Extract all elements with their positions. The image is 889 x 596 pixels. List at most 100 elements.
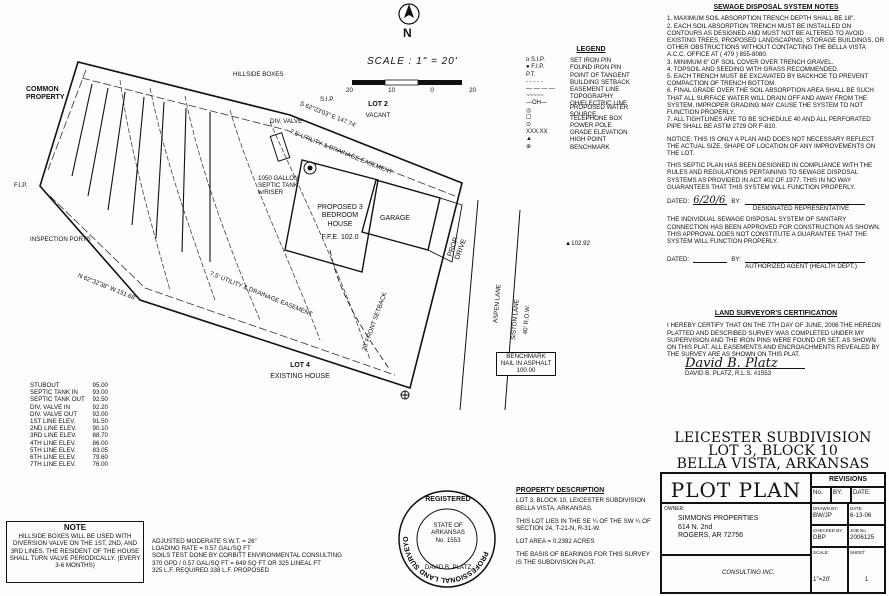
elevation-value: 92.20 bbox=[92, 403, 108, 411]
lot2-sub: VACANT bbox=[365, 112, 391, 119]
rev-by: BY: bbox=[833, 489, 843, 496]
owner-label: OWNER: bbox=[664, 506, 685, 512]
inspection-ports-label: INSPECTION PORTS bbox=[30, 236, 91, 243]
sip-label: S.I.P. bbox=[320, 96, 335, 103]
legend-symbol: ● F.I.P. bbox=[526, 64, 545, 71]
legend-item: ⊕ BENCHMARK bbox=[526, 144, 656, 151]
property-p3: LOT AREA = 0.2392 ACRES bbox=[516, 538, 595, 546]
note-title: NOTE bbox=[63, 523, 87, 532]
owner-line1: SIMMONS PROPERTIES bbox=[678, 515, 759, 523]
surveyor-text: I HEREBY CERTIFY THAT ON THE 7TH DAY OF … bbox=[667, 322, 881, 359]
legend-item: P.T.POINT OF TANGENT bbox=[526, 72, 656, 79]
legend-symbol: ☐ bbox=[526, 114, 532, 121]
legend-label: TOPOGRAPHY bbox=[570, 93, 614, 101]
surveyor-cert: LAND SURVEYOR'S CERTIFICATION I HEREBY C… bbox=[667, 310, 885, 377]
plot-plan-title: PLOT PLAN bbox=[670, 478, 802, 502]
seal-name: DAVID B. PLATZ bbox=[424, 564, 472, 571]
owner-line3: ROGERS, AR 72756 bbox=[678, 531, 743, 539]
soils-line: LOADING RATE = 0.57 GAL/SQ FT bbox=[152, 545, 251, 553]
title-line3: BELLA VISTA, ARKANSAS bbox=[676, 456, 870, 472]
title-line1: LEICESTER SUBDIVISION bbox=[674, 430, 872, 446]
elevation-value: 95.00 bbox=[92, 382, 108, 389]
legend-item: —OH—OH/ELECTRIC LINE bbox=[526, 100, 656, 107]
by2-label: BY: bbox=[731, 256, 741, 264]
elevation-row: 3RD LINE ELEV.88.70 bbox=[30, 432, 108, 439]
dated-value: 6/20/6 bbox=[693, 194, 728, 206]
ffe-label: F.F.E. 102.0 bbox=[321, 234, 359, 241]
seal-state: STATE OF ARKANSAS bbox=[431, 522, 465, 537]
elevation-value: 91.50 bbox=[92, 418, 108, 426]
legend-symbol: ▲ bbox=[526, 136, 532, 143]
sewage-note-item: 1. MAXIMUM SOIL ABSORPTION TRENCH DEPTH … bbox=[667, 15, 855, 23]
legend-item: ▲ HIGH POINT bbox=[526, 136, 656, 143]
by-label: BY: bbox=[731, 197, 741, 205]
date-value: 6-13-06 bbox=[850, 512, 872, 520]
property-p4: THE BASIS OF BEARINGS FOR THIS SURVEY IS… bbox=[516, 551, 650, 566]
legend-item: ⊙POWER POLE bbox=[526, 122, 656, 129]
surveyor-title: LAND SURVEYOR'S CERTIFICATION bbox=[714, 310, 838, 317]
date-cell: DATE:6-13-06 bbox=[848, 503, 885, 525]
rev-date: DATE: bbox=[853, 489, 871, 496]
elevation-value: 86.00 bbox=[92, 439, 108, 447]
fip-label: F.I.P. bbox=[14, 182, 28, 189]
checked-value: DBP bbox=[813, 534, 826, 542]
legend-item: ● F.I.P.FOUND IRON PIN bbox=[526, 64, 656, 71]
elevation-value: 90.10 bbox=[92, 425, 108, 433]
north-label: N bbox=[403, 26, 412, 40]
elevation-value: 79.60 bbox=[92, 454, 108, 462]
legend-symbol: ◎ bbox=[526, 107, 532, 114]
legend-label: BENCHMARK bbox=[570, 143, 610, 151]
elevation-value: 92.50 bbox=[92, 396, 108, 404]
legend-title: LEGEND bbox=[576, 46, 606, 53]
checked-cell: CHECKED BY:DBP bbox=[811, 525, 848, 547]
title-block: PLOT PLAN REVISIONS No. BY: DATE: OWNER:… bbox=[660, 472, 886, 594]
dated-row: DATED: 6/20/6 BY: bbox=[667, 194, 885, 206]
legend-label: HIGH POINT bbox=[570, 136, 607, 144]
rev-by-cell: BY: bbox=[831, 487, 851, 503]
drawn-cell: DRAWN BY:BW/JP bbox=[811, 503, 848, 525]
subdivision-title: LEICESTER SUBDIVISION LOT 3, BLOCK 10 BE… bbox=[660, 430, 886, 472]
legend-label: EASEMENT LINE bbox=[570, 86, 620, 94]
elevation-label: 6TH LINE ELEV. bbox=[30, 454, 76, 462]
hillside-boxes-label: HILLSIDE BOXES bbox=[233, 71, 284, 78]
site-plan-drawing bbox=[39, 3, 521, 411]
property-p2: THIS LOT LIES IN THE SE ¼ OF THE SW ¼ OF… bbox=[516, 517, 651, 532]
legend-symbol: — — — — bbox=[526, 86, 556, 93]
legend-list: o S.I.P.SET IRON PIN● F.I.P.FOUND IRON P… bbox=[526, 57, 656, 150]
elevation-row: 1ST LINE ELEV.91.50 bbox=[30, 418, 108, 425]
sewage-note-item: 7. ALL TIGHTLINES ARE TO BE SCHEDULE 40 … bbox=[667, 116, 871, 131]
elevation-label: 4TH LINE ELEV. bbox=[30, 439, 76, 447]
scale-cell: SCALE:1"=20' bbox=[811, 547, 848, 593]
scale-bar bbox=[352, 79, 462, 86]
rev-no-cell: No. bbox=[811, 487, 831, 503]
sewage-title: SEWAGE DISPOSAL SYSTEM NOTES bbox=[713, 4, 839, 11]
elevation-label: DIV. VALVE OUT bbox=[30, 410, 77, 418]
elevation-label: SEPTIC TANK IN bbox=[30, 389, 78, 397]
legend-symbol: - - - - - bbox=[526, 78, 543, 85]
sheet-label: SHEET bbox=[850, 550, 866, 555]
legend-symbol: —OH— bbox=[526, 100, 547, 107]
seal-top: REGISTERED bbox=[425, 496, 471, 503]
legend-item: — — — — EASEMENT LINE bbox=[526, 86, 656, 93]
firm-cell: CONSULTING INC. bbox=[661, 555, 811, 593]
legend-item: - - - - - BUILDING SETBACK bbox=[526, 79, 656, 86]
elevation-label: 7TH LINE ELEV. bbox=[30, 461, 76, 469]
title-line2: LOT 3, BLOCK 10 bbox=[708, 443, 838, 459]
elevation-label: DIV. VALVE IN bbox=[30, 403, 71, 411]
benchmark-box: BENCHMARK NAIL IN ASPHALT 100.00 bbox=[496, 352, 556, 376]
sewage-note-item: 2. EACH SOIL ABSORPTION TRENCH MUST BE I… bbox=[667, 22, 885, 59]
legend-label: PROPOSED WATER SOURCE bbox=[569, 104, 629, 119]
legend-item: ~~~~~TOPOGRAPHY bbox=[526, 93, 656, 100]
common-property-label: COMMON PROPERTY bbox=[26, 86, 65, 102]
legend-symbol: ⊕ bbox=[526, 143, 532, 150]
legend-label: BUILDING SETBACK bbox=[570, 78, 630, 86]
surveyor-seal-icon: PROFESSIONAL LAND SURVEYOR bbox=[396, 488, 496, 588]
benchmark-sub: NAIL IN ASPHALT bbox=[500, 360, 552, 368]
property-description: PROPERTY DESCRIPTION LOT 3, BLOCK 10, LE… bbox=[516, 487, 654, 566]
elevation-label: 2ND LINE ELEV. bbox=[30, 425, 77, 433]
revisions-header: REVISIONS bbox=[811, 473, 885, 487]
house-label: PROPOSED 3 BEDROOM HOUSE bbox=[317, 204, 363, 228]
